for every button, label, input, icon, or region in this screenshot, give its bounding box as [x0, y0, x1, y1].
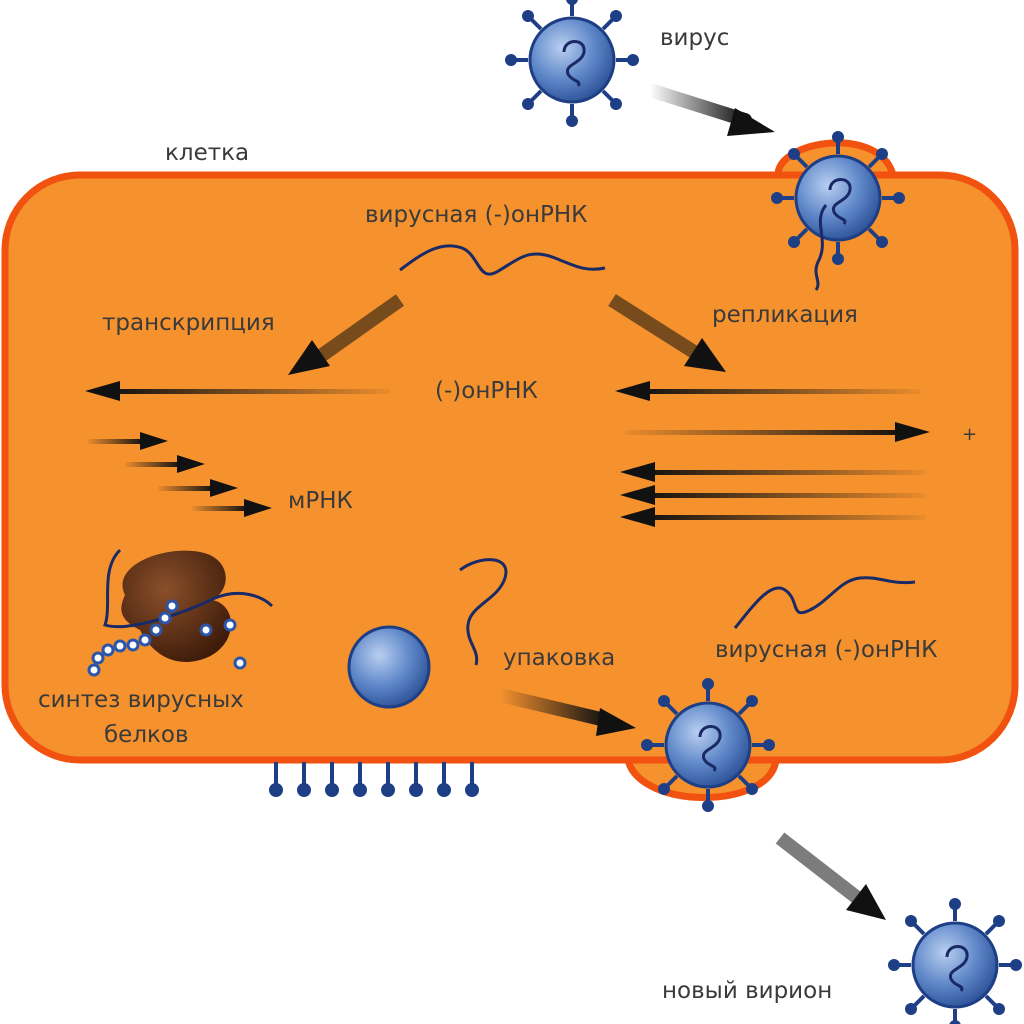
- label-protein-synthesis-2: белков: [104, 722, 189, 748]
- cell-surface-proteins: [269, 762, 479, 797]
- mrna-arrows: [88, 432, 272, 517]
- virus-particle: [503, 0, 641, 129]
- minus-rna-left-strand: [85, 381, 390, 401]
- cell-membrane: [1, 171, 1019, 764]
- label-virus: вирус: [660, 25, 729, 51]
- label-packaging: упаковка: [503, 645, 615, 671]
- viral-rna-strand-right: [733, 576, 916, 629]
- label-plus: +: [962, 424, 977, 445]
- label-viral-rna-top: вирусная (-)онРНК: [365, 202, 588, 228]
- label-viral-rna-right: вирусная (-)онРНК: [715, 637, 938, 663]
- packaging-rna-strand: [459, 558, 508, 666]
- arrow-virus-to-cell: [643, 83, 775, 136]
- label-cell: клетка: [165, 140, 249, 166]
- label-new-virion: новый вирион: [662, 978, 832, 1004]
- viral-rna-strand-top: [399, 244, 606, 276]
- label-protein-synthesis-1: синтез вирусных: [38, 687, 244, 713]
- arrow-replication: [608, 294, 726, 372]
- budding-virus: [639, 676, 777, 814]
- label-replication: репликация: [712, 302, 858, 328]
- arrow-release: [775, 832, 886, 920]
- protein-chain: [87, 599, 247, 677]
- entering-virus: [769, 129, 907, 291]
- label-mrna: мРНК: [288, 488, 353, 514]
- label-transcription: транскрипция: [102, 310, 275, 336]
- replication-strands: [615, 381, 930, 527]
- arrow-transcription: [288, 294, 405, 375]
- new-virion: [886, 896, 1024, 1024]
- label-minus-rna: (-)онРНК: [435, 378, 538, 404]
- capsid: [347, 625, 431, 709]
- arrow-packaging: [498, 688, 636, 736]
